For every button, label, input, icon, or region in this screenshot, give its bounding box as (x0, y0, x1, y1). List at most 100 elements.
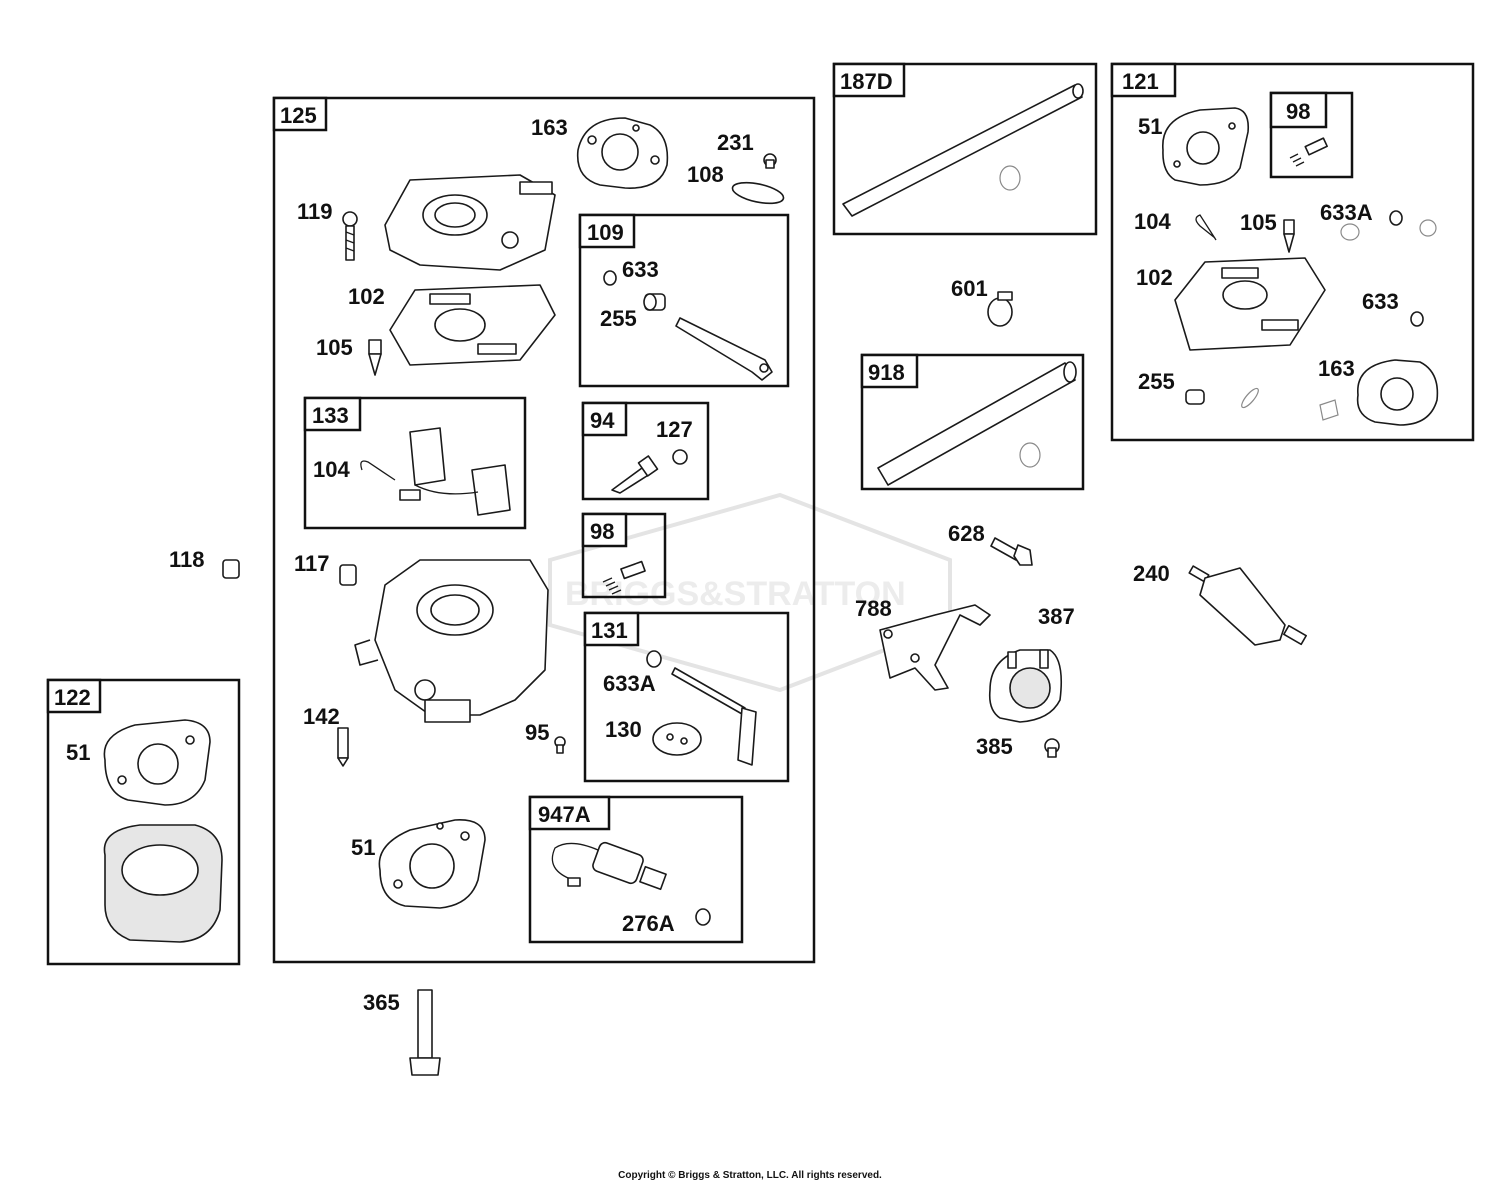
clip-104-right-drawing (1195, 214, 1217, 241)
label-163-right: 163 (1318, 356, 1355, 381)
label-365: 365 (363, 990, 400, 1015)
bolt-628-drawing (990, 537, 1033, 566)
group-947A: 947A (528, 795, 744, 944)
label-255: 255 (600, 306, 637, 331)
washer-633A-right-drawing (1340, 210, 1437, 241)
washer-633A-drawing (646, 650, 662, 668)
plate-108-drawing (731, 181, 785, 205)
bracket-788-drawing (879, 604, 991, 691)
group-98-left: 98 (581, 512, 667, 599)
group-tag-109: 109 (587, 220, 624, 245)
spring-screw-98-right-drawing (1289, 137, 1328, 167)
group-94: 94 (581, 401, 710, 501)
screw-119-drawing (342, 211, 358, 261)
group-918: 918 (860, 353, 1085, 491)
fuel-filter-240-drawing (1188, 565, 1307, 646)
label-51-right: 51 (1138, 114, 1162, 139)
label-142: 142 (303, 704, 340, 729)
fuel-line-918-drawing (877, 361, 1077, 486)
choke-shaft-131-drawing (671, 667, 757, 766)
label-51-left: 51 (66, 740, 90, 765)
washer-633-drawing (603, 270, 617, 286)
label-385: 385 (976, 734, 1013, 759)
gasket-163-drawing (576, 117, 669, 189)
fuel-line-187D-drawing (842, 83, 1084, 217)
screw-95-drawing (554, 736, 566, 754)
screw-94-drawing (611, 449, 688, 494)
label-117: 117 (294, 551, 330, 576)
label-95: 95 (525, 720, 549, 745)
label-633A-right: 633A (1320, 200, 1373, 225)
label-240: 240 (1133, 561, 1170, 586)
group-98-right: 98 (1269, 91, 1354, 179)
washer-633-right-drawing (1410, 311, 1424, 327)
label-255-right: 255 (1138, 369, 1175, 394)
group-tag-98-right: 98 (1286, 99, 1310, 124)
label-276A: 276A (622, 911, 675, 936)
watermark-text: BRIGGS&STRATTON (565, 575, 906, 613)
group-tag-187D: 187D (840, 69, 893, 94)
gasket-102-drawing (389, 284, 556, 366)
carburetor-cover-drawing (384, 174, 556, 271)
label-104-right: 104 (1134, 209, 1171, 234)
group-tag-125: 125 (280, 103, 317, 128)
group-109: 109 (578, 213, 790, 388)
gasket-51-left-drawing (103, 719, 211, 806)
label-163: 163 (531, 115, 568, 140)
label-102-right: 102 (1136, 265, 1173, 290)
label-119: 119 (297, 199, 333, 224)
carburetor-body-drawing (354, 559, 549, 723)
bolt-365-drawing (409, 989, 441, 1076)
label-105-right: 105 (1240, 210, 1277, 235)
copyright-notice: Copyright © Briggs & Stratton, LLC. All … (618, 1170, 882, 1181)
group-tag-947A: 947A (538, 802, 591, 827)
screw-231-drawing (763, 153, 777, 169)
group-tag-918: 918 (868, 360, 905, 385)
plug-118-drawing (222, 559, 240, 579)
label-130: 130 (605, 717, 642, 742)
spring-screw-98-drawing (602, 560, 646, 595)
gasket-51-center-drawing (378, 819, 486, 909)
group-tag-133: 133 (312, 403, 349, 428)
group-187D: 187D (832, 62, 1098, 236)
group-125: 125 (272, 96, 816, 964)
label-633: 633 (622, 257, 659, 282)
group-133: 133 (303, 396, 527, 530)
label-118: 118 (169, 547, 205, 572)
label-788: 788 (855, 596, 892, 621)
callout-labels: 163 231 108 119 102 105 633 255 104 127 … (66, 114, 1399, 1015)
spacer-122-drawing (103, 824, 223, 943)
jet-142-drawing (337, 727, 349, 767)
gasket-163-right-drawing (1356, 359, 1439, 426)
shaft-109-drawing (675, 317, 773, 381)
label-601: 601 (951, 276, 988, 301)
screw-385-drawing (1044, 738, 1060, 758)
label-108: 108 (687, 162, 724, 187)
fuel-pump-387-drawing (988, 649, 1063, 723)
label-102: 102 (348, 284, 385, 309)
label-127: 127 (656, 417, 693, 442)
clamp-601-drawing (987, 291, 1013, 327)
group-tag-122: 122 (54, 685, 91, 710)
label-628: 628 (948, 521, 985, 546)
label-51-center: 51 (351, 835, 375, 860)
gasket-102-right-drawing (1174, 257, 1326, 351)
bushing-255-drawing (643, 293, 666, 311)
group-122: 122 (46, 678, 241, 966)
group-131: 131 (583, 611, 790, 783)
plug-117-drawing (339, 564, 357, 586)
needle-105-drawing (368, 339, 382, 376)
solenoid-947A-drawing (551, 841, 711, 926)
float-133-drawing (360, 427, 511, 516)
label-387: 387 (1038, 604, 1075, 629)
label-105: 105 (316, 335, 353, 360)
choke-plate-130-drawing (652, 722, 702, 756)
bushing-255-right-drawing (1185, 387, 1339, 421)
group-tag-98: 98 (590, 519, 614, 544)
group-tag-121: 121 (1122, 69, 1159, 94)
group-tag-131: 131 (591, 618, 628, 643)
gasket-51-right-drawing (1162, 107, 1250, 186)
label-231: 231 (717, 130, 754, 155)
group-tag-94: 94 (590, 408, 615, 433)
